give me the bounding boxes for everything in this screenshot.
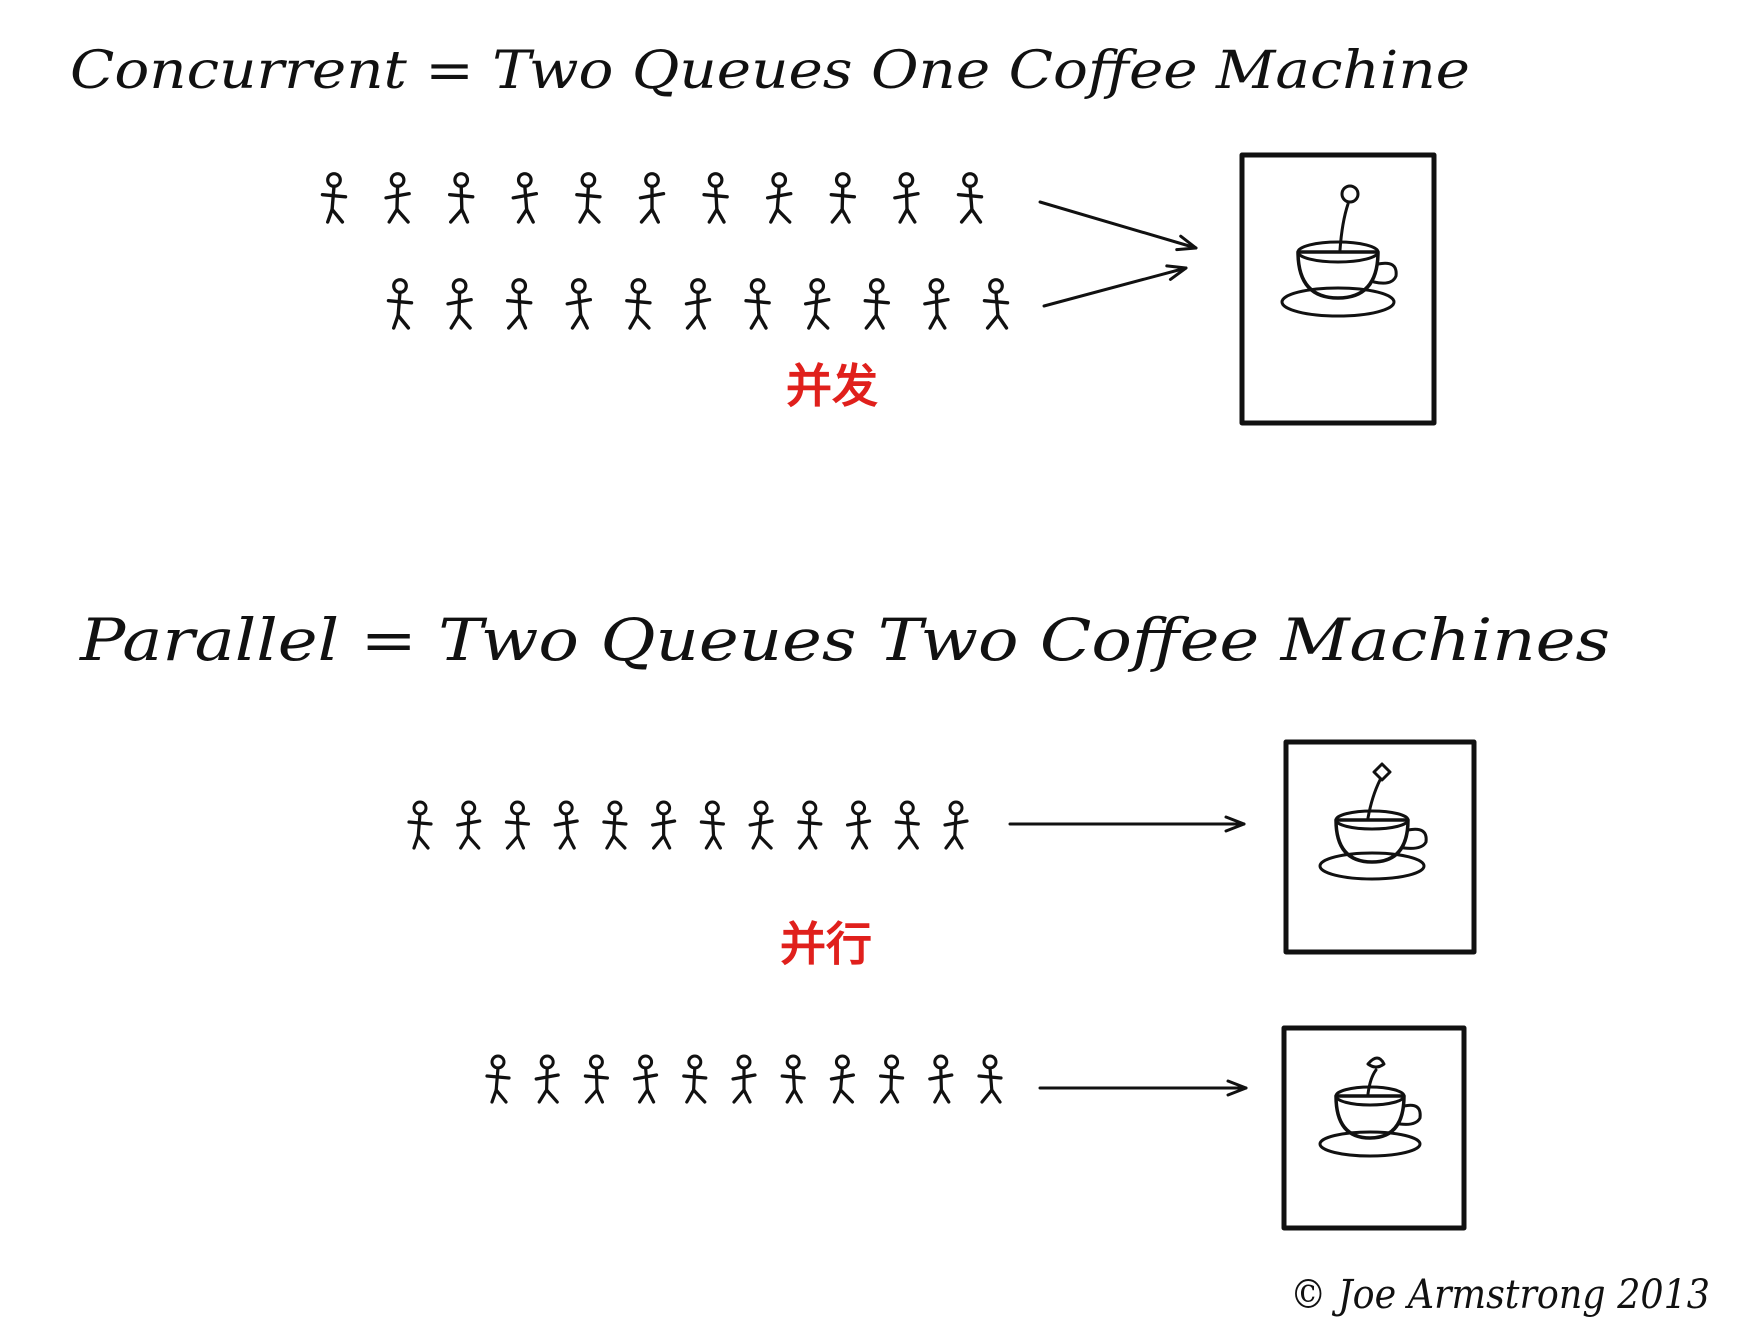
stick-figure-icon	[583, 1054, 610, 1104]
stick-figure-icon	[651, 800, 677, 850]
parallel-queue-2	[485, 1054, 1003, 1104]
stick-figure-icon	[632, 1054, 659, 1104]
stick-figure-icon	[748, 800, 774, 850]
stick-figure-icon	[829, 172, 857, 224]
stick-figure-icon	[386, 278, 414, 330]
stick-figure-icon	[928, 1054, 954, 1104]
stick-figure-icon	[384, 172, 411, 224]
coffee-machine-1	[1283, 739, 1477, 955]
stick-figure-icon	[765, 172, 793, 224]
parallel-heading: Parallel = Two Queues Two Coffee Machine…	[79, 606, 1610, 674]
stick-figure-icon	[320, 172, 348, 224]
stick-figure-icon	[780, 1054, 806, 1104]
stick-figure-icon	[956, 172, 984, 224]
parallel-queue-1	[407, 800, 969, 850]
signature: © Joe Armstrong 2013	[1290, 1272, 1710, 1318]
stick-figure-icon	[863, 278, 891, 330]
stick-figure-icon	[699, 800, 725, 850]
stick-figure-icon	[977, 1054, 1003, 1104]
stick-figure-icon	[407, 800, 433, 850]
stick-figure-icon	[575, 172, 602, 224]
concurrent-heading: Concurrent = Two Queues One Coffee Machi…	[70, 41, 1470, 101]
stick-figure-icon	[982, 278, 1010, 330]
coffee-machine	[1239, 152, 1437, 426]
stick-figure-icon	[829, 1054, 856, 1104]
stick-figure-icon	[504, 800, 531, 850]
stick-figure-icon	[446, 278, 473, 330]
concurrent-arrow-2	[1042, 264, 1188, 308]
stick-figure-icon	[702, 172, 729, 224]
coffee-cup-icon	[1280, 184, 1398, 318]
stick-figure-icon	[845, 800, 872, 850]
stick-figure-icon	[553, 800, 579, 850]
stick-figure-icon	[447, 172, 475, 224]
stick-figure-icon	[684, 278, 712, 330]
stick-figure-icon	[923, 278, 950, 330]
stick-figure-icon	[893, 172, 920, 224]
stick-figure-icon	[943, 800, 969, 850]
stick-figure-icon	[625, 278, 652, 330]
coffee-machine-2	[1281, 1025, 1467, 1231]
stick-figure-icon	[505, 278, 533, 330]
stick-figure-icon	[602, 800, 628, 850]
coffee-cup-icon	[1318, 762, 1428, 881]
stick-figure-icon	[485, 1054, 511, 1104]
stick-figure-icon	[534, 1054, 560, 1104]
stick-figure-icon	[511, 172, 539, 224]
stick-figure-icon	[894, 800, 920, 850]
stick-figure-icon	[744, 278, 771, 330]
parallel-tag: 并行	[780, 917, 872, 971]
concurrent-tag: 并发	[786, 359, 878, 413]
stick-figure-icon	[803, 278, 831, 330]
stick-figure-icon	[731, 1054, 757, 1104]
stick-figure-icon	[682, 1054, 708, 1104]
coffee-cup-icon	[1318, 1056, 1422, 1158]
stick-figure-icon	[565, 278, 593, 330]
stick-figure-icon	[456, 800, 482, 850]
concurrent-arrow-1	[1038, 200, 1198, 252]
stick-figure-icon	[638, 172, 666, 224]
stick-figure-icon	[878, 1054, 905, 1104]
concurrent-queue-2	[386, 278, 1010, 330]
stick-figure-icon	[797, 800, 823, 850]
concurrent-queue-1	[320, 172, 984, 224]
